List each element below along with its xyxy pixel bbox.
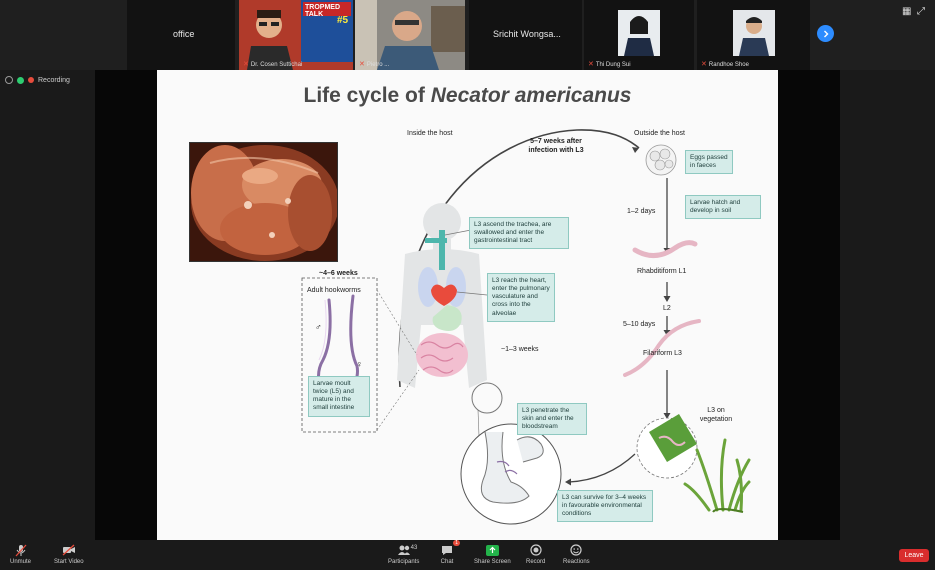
participant-gallery: office TROPMED TALK #5 ✕Dr. Cosen Suttic… bbox=[0, 0, 935, 70]
start-video-label: Start Video bbox=[54, 559, 84, 565]
participant-tile[interactable]: TROPMED TALK #5 ✕Dr. Cosen Suttichai bbox=[239, 0, 353, 70]
smiley-icon bbox=[569, 543, 583, 557]
participant-tile[interactable]: Srichit Wongsa... bbox=[469, 0, 582, 70]
muted-mic-icon: ✕ bbox=[588, 61, 594, 68]
outside-host-label: Outside the host bbox=[634, 130, 685, 137]
record-button[interactable]: Record bbox=[526, 543, 545, 565]
participant-name: ✕Pietro ... bbox=[359, 61, 390, 68]
participant-tile[interactable]: ✕Pietro ... bbox=[355, 0, 465, 70]
tropmed-badge: TROPMED TALK bbox=[305, 4, 340, 18]
weeks-after-infection-label: 5–7 weeks after infection with L3 bbox=[528, 138, 584, 154]
fullscreen-icon[interactable]: ⤢ bbox=[917, 6, 925, 17]
shield-icon[interactable] bbox=[17, 76, 24, 84]
survive-box: L3 can survive for 3–4 weeks in favourab… bbox=[557, 490, 653, 523]
participant-video bbox=[239, 0, 353, 70]
penetrate-skin-box: L3 penetrate the skin and enter the bloo… bbox=[517, 403, 587, 436]
days-1-2-label: 1–2 days bbox=[627, 208, 656, 215]
trachea-box: L3 ascend the trachea, are swallowed and… bbox=[469, 217, 569, 250]
female-symbol: ♀ bbox=[356, 359, 363, 369]
participant-tile[interactable]: ✕Thi Dung Sui bbox=[584, 0, 694, 70]
share-screen-button[interactable]: Share Screen bbox=[474, 543, 511, 565]
chat-badge: 1 bbox=[453, 540, 460, 546]
chat-icon: 1 bbox=[440, 540, 460, 557]
weeks-1-3-label: ~1–3 weeks bbox=[501, 346, 539, 353]
tropmed-number: #5 bbox=[337, 15, 349, 26]
muted-mic-icon bbox=[14, 543, 28, 557]
inside-host-label: Inside the host bbox=[407, 130, 453, 137]
larvae-moult-box: Larvae moult twice (L5) and mature in th… bbox=[308, 376, 370, 417]
reactions-label: Reactions bbox=[563, 559, 590, 565]
muted-mic-icon: ✕ bbox=[243, 61, 249, 68]
meeting-toolbar: Unmute Start Video 43 Participants 1 Cha… bbox=[0, 540, 935, 570]
weeks-4-6-label: ~4–6 weeks bbox=[319, 270, 358, 277]
larvae-hatch-box: Larvae hatch and develop in soil bbox=[685, 195, 761, 220]
unmute-label: Unmute bbox=[10, 559, 32, 565]
unmute-button[interactable]: Unmute bbox=[10, 543, 31, 565]
participant-name: ✕Dr. Cosen Suttichai bbox=[243, 61, 303, 68]
gallery-view-icon[interactable]: ▦ bbox=[902, 6, 912, 17]
muted-mic-icon: ✕ bbox=[359, 61, 365, 68]
share-screen-icon bbox=[485, 543, 499, 557]
leave-button[interactable]: Leave bbox=[899, 549, 929, 562]
participant-name: office bbox=[173, 29, 195, 39]
l3-vegetation-label: L3 on vegetation bbox=[699, 407, 733, 423]
heart-box: L3 reach the heart, enter the pulmonary … bbox=[487, 273, 555, 322]
chevron-right-icon[interactable] bbox=[817, 25, 834, 42]
slide-title: Life cycle of Necator americanus bbox=[303, 84, 632, 107]
days-5-10-label: 5–10 days bbox=[623, 321, 656, 328]
male-symbol: ♂ bbox=[315, 322, 322, 332]
chat-button[interactable]: 1 Chat bbox=[440, 540, 460, 565]
eggs-passed-box: Eggs passed in faeces bbox=[685, 150, 733, 175]
participants-label: Participants bbox=[388, 559, 420, 565]
reactions-button[interactable]: Reactions bbox=[563, 543, 590, 565]
endoscopy-image bbox=[189, 142, 338, 262]
record-icon bbox=[529, 543, 543, 557]
muted-mic-icon: ✕ bbox=[701, 61, 707, 68]
rhabditiform-label: Rhabditiform L1 bbox=[637, 268, 687, 275]
participant-name: ✕Randhoe Shoe bbox=[701, 61, 749, 68]
participant-video bbox=[584, 0, 694, 70]
filariform-label: Filariform L3 bbox=[643, 350, 682, 357]
record-dot-icon bbox=[28, 77, 34, 83]
participant-video bbox=[355, 0, 465, 70]
participant-tile[interactable]: ✕Randhoe Shoe bbox=[697, 0, 810, 70]
participant-name: ✕Thi Dung Sui bbox=[588, 61, 631, 68]
life-cycle-diagram bbox=[301, 129, 751, 525]
start-video-button[interactable]: Start Video bbox=[54, 543, 84, 565]
shared-slide: Life cycle of Necator americanus bbox=[157, 70, 778, 540]
participant-tile[interactable]: office bbox=[127, 0, 235, 70]
record-label: Record bbox=[526, 559, 546, 565]
participants-button[interactable]: 43 Participants bbox=[388, 543, 419, 565]
chat-label: Chat bbox=[440, 559, 454, 565]
participant-name: Srichit Wongsa... bbox=[493, 29, 561, 39]
participants-count: 43 bbox=[410, 545, 418, 551]
recording-label: Recording bbox=[38, 76, 70, 84]
participant-video bbox=[697, 0, 810, 70]
video-off-icon bbox=[62, 543, 76, 557]
l2-label: L2 bbox=[663, 305, 671, 312]
participants-icon: 43 bbox=[397, 543, 417, 557]
info-icon[interactable] bbox=[5, 76, 13, 84]
recording-indicator[interactable]: Recording bbox=[5, 76, 70, 84]
adult-hookworms-label: Adult hookworms bbox=[307, 287, 361, 294]
share-screen-label: Share Screen bbox=[474, 559, 511, 565]
